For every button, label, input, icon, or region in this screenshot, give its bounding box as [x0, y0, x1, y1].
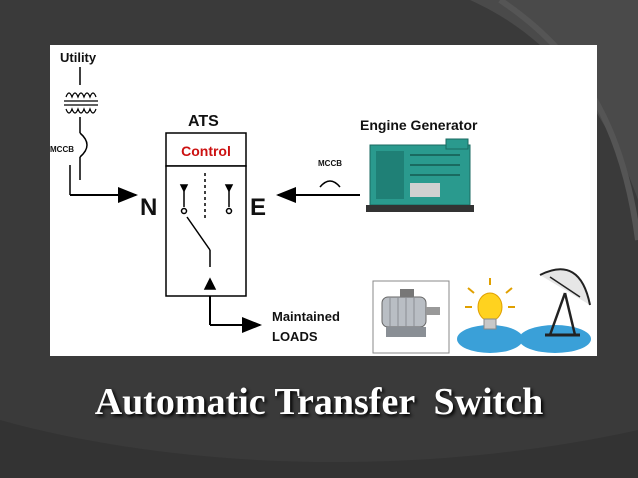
mccb-right-label: MCCB [318, 159, 342, 168]
e-label: E [250, 194, 266, 221]
generator-icon [366, 138, 474, 212]
breaker-icon [319, 180, 341, 188]
ats-label: ATS [188, 113, 219, 130]
control-label: Control [181, 143, 231, 159]
mccb-left-label: MCCB [50, 145, 74, 154]
ats-box [165, 165, 247, 297]
utility-label: Utility [60, 50, 97, 65]
loads-label-line1: Maintained [272, 309, 340, 324]
switch-contacts [179, 173, 234, 290]
breaker-icon [79, 132, 88, 158]
satellite-dish-icon [519, 268, 591, 353]
motor-icon [372, 280, 450, 354]
control-box [165, 132, 247, 167]
generator-label: Engine Generator [360, 117, 478, 133]
ats-diagram: Utility MCCB ATS Control N E [50, 45, 597, 356]
light-bulb-icon [457, 278, 523, 353]
slide-title: Automatic Transfer Switch [94, 381, 544, 423]
n-label: N [140, 194, 157, 221]
loads-label-line2: LOADS [272, 329, 318, 344]
transformer-icon [64, 92, 98, 114]
